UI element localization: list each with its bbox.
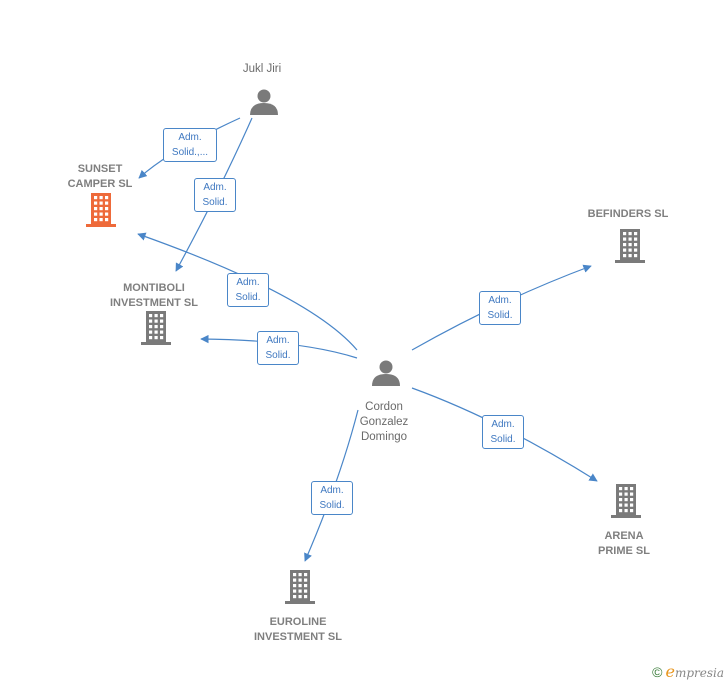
- icons-layer: [86, 89, 645, 604]
- edge-cordon-to-sunset: [137, 232, 358, 351]
- building-icon-befinders[interactable]: [615, 229, 645, 263]
- building-icon-arena[interactable]: [611, 484, 641, 518]
- node-label-arena[interactable]: ARENA PRIME SL: [598, 530, 650, 557]
- node-label-sunset[interactable]: SUNSET CAMPER SL: [67, 163, 133, 190]
- footer-brand: ©empresia: [652, 662, 724, 681]
- node-label-jukl[interactable]: Jukl Jiri: [242, 63, 282, 75]
- copyright-symbol: ©: [652, 664, 663, 680]
- edge-label-cordon-to-montiboli: Adm. Solid.: [257, 331, 299, 365]
- edge-label-jukl-to-sunset: Adm. Solid.,...: [163, 128, 217, 162]
- building-icon-sunset[interactable]: [86, 193, 116, 227]
- edge-label-cordon-to-sunset: Adm. Solid.: [227, 273, 269, 307]
- brand-name: mpresia: [674, 666, 724, 680]
- edge-label-cordon-to-befinders: Adm. Solid.: [479, 291, 521, 325]
- person-icon-cordon[interactable]: [372, 360, 400, 387]
- brand-initial: e: [665, 662, 675, 681]
- edge-label-cordon-to-euroline: Adm. Solid.: [311, 481, 353, 515]
- edge-label-jukl-to-montiboli: Adm. Solid.: [194, 178, 236, 212]
- node-label-befinders[interactable]: BEFINDERS SL: [587, 208, 669, 220]
- node-label-montiboli[interactable]: MONTIBOLI INVESTMENT SL: [109, 282, 198, 309]
- building-icon-montiboli[interactable]: [141, 311, 171, 345]
- node-label-euroline[interactable]: EUROLINE INVESTMENT SL: [253, 616, 342, 643]
- node-label-cordon[interactable]: Cordon Gonzalez Domingo: [359, 401, 409, 443]
- person-icon-jukl[interactable]: [250, 89, 278, 116]
- building-icon-euroline[interactable]: [285, 570, 315, 604]
- edge-label-cordon-to-arena: Adm. Solid.: [482, 415, 524, 449]
